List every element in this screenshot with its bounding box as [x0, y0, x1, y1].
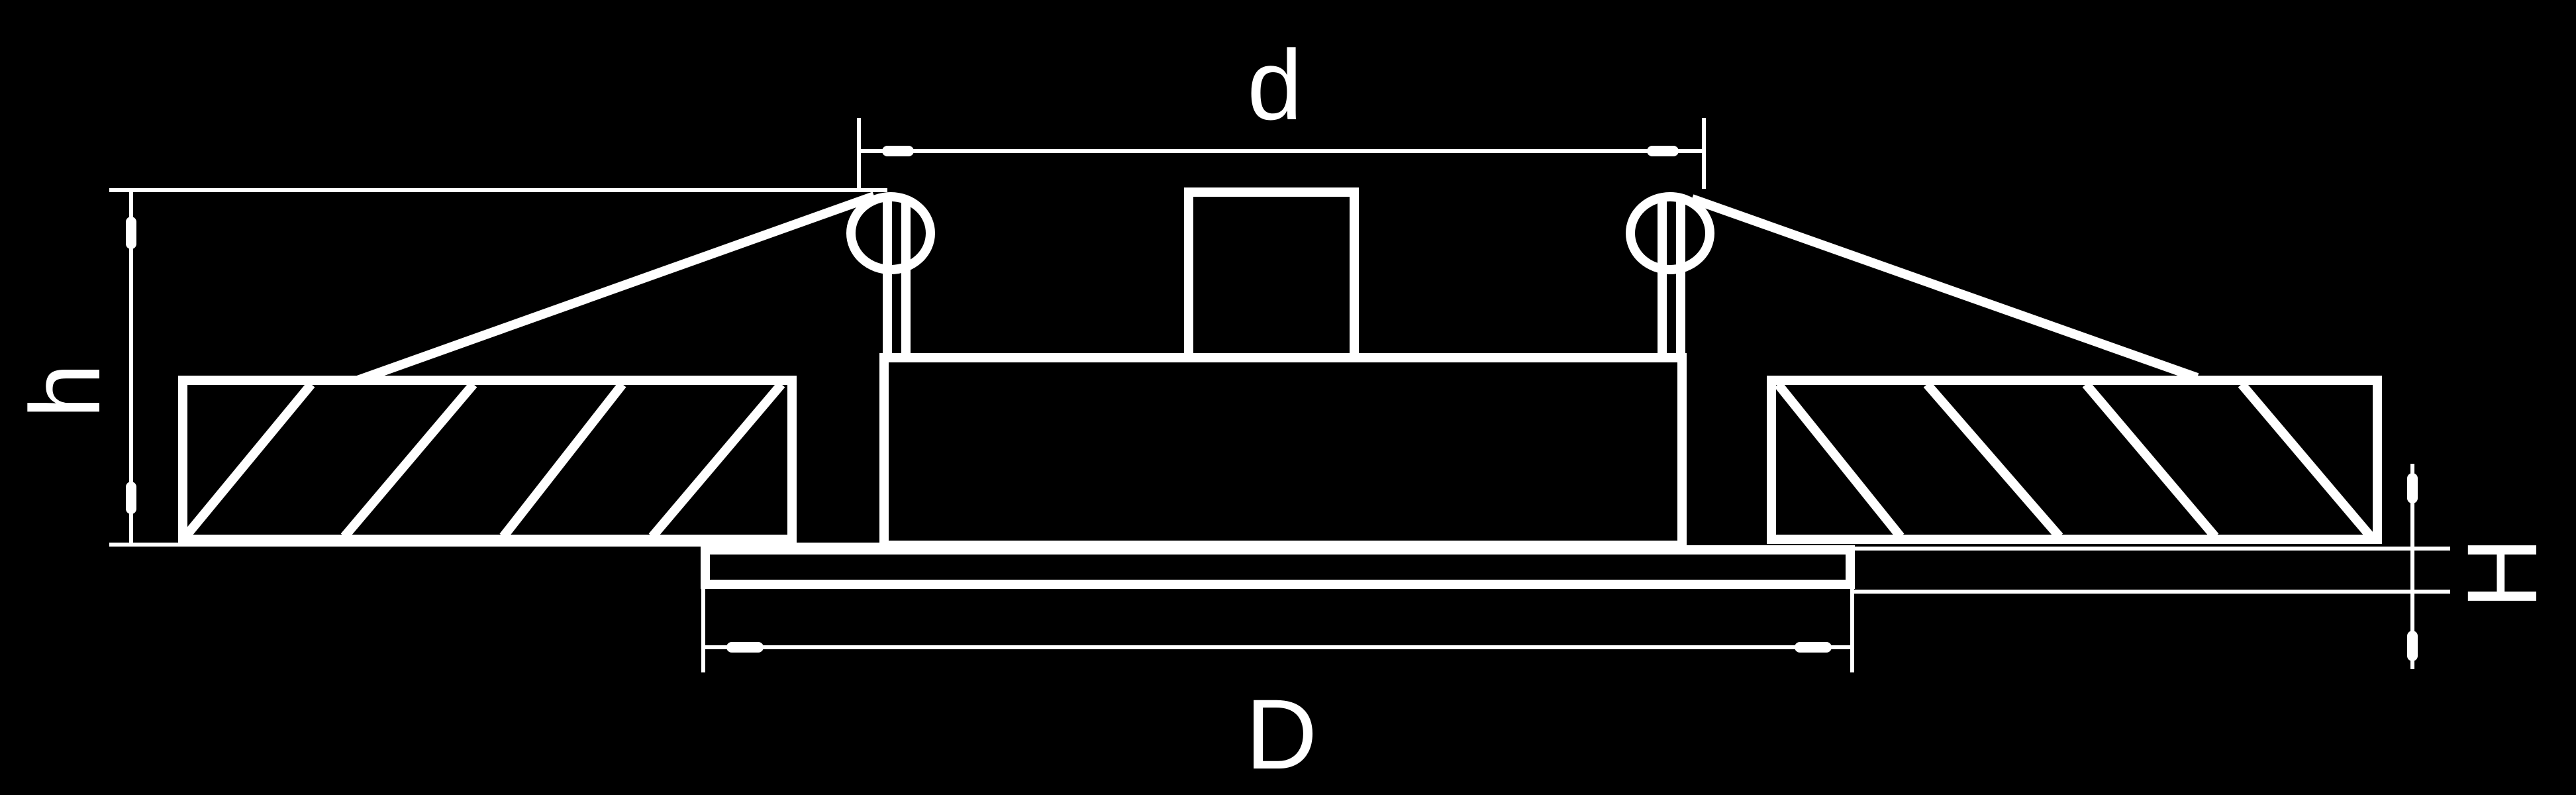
spring-clip-right [1626, 192, 2199, 382]
hatch-line [2082, 381, 2219, 540]
panel-left-outline [178, 376, 797, 544]
spring-clip-left [356, 191, 935, 385]
hatch-line [2238, 381, 2375, 540]
housing-body [879, 353, 1687, 550]
hatch-line [1774, 381, 1905, 540]
dimension-label-D: D [1246, 678, 1317, 790]
dimension-H: H [1854, 464, 2557, 669]
dimension-label-d: d [1247, 29, 1302, 140]
spring-arm-left [356, 191, 876, 385]
dimension-d: d [857, 29, 1706, 189]
dimension-label-H: H [2446, 537, 2557, 609]
hatch-line [340, 381, 477, 540]
hatched-panel-right [1767, 376, 2382, 544]
dimension-D: D [701, 556, 1854, 790]
housing-top-block [1184, 187, 1359, 362]
hatch-line [1923, 381, 2063, 540]
spring-arm-right [1690, 194, 2199, 382]
spring-coil-right [1626, 192, 1714, 274]
flange-plate [701, 545, 1855, 589]
hatch-line [181, 381, 315, 540]
central-housing [879, 187, 1687, 550]
dimension-label-h: h [9, 363, 121, 418]
hatched-panel-left [178, 376, 797, 544]
dimension-h: h [9, 188, 927, 547]
hatch-line [648, 381, 785, 540]
hatch-line [499, 381, 626, 540]
panel-right-outline [1767, 376, 2382, 544]
